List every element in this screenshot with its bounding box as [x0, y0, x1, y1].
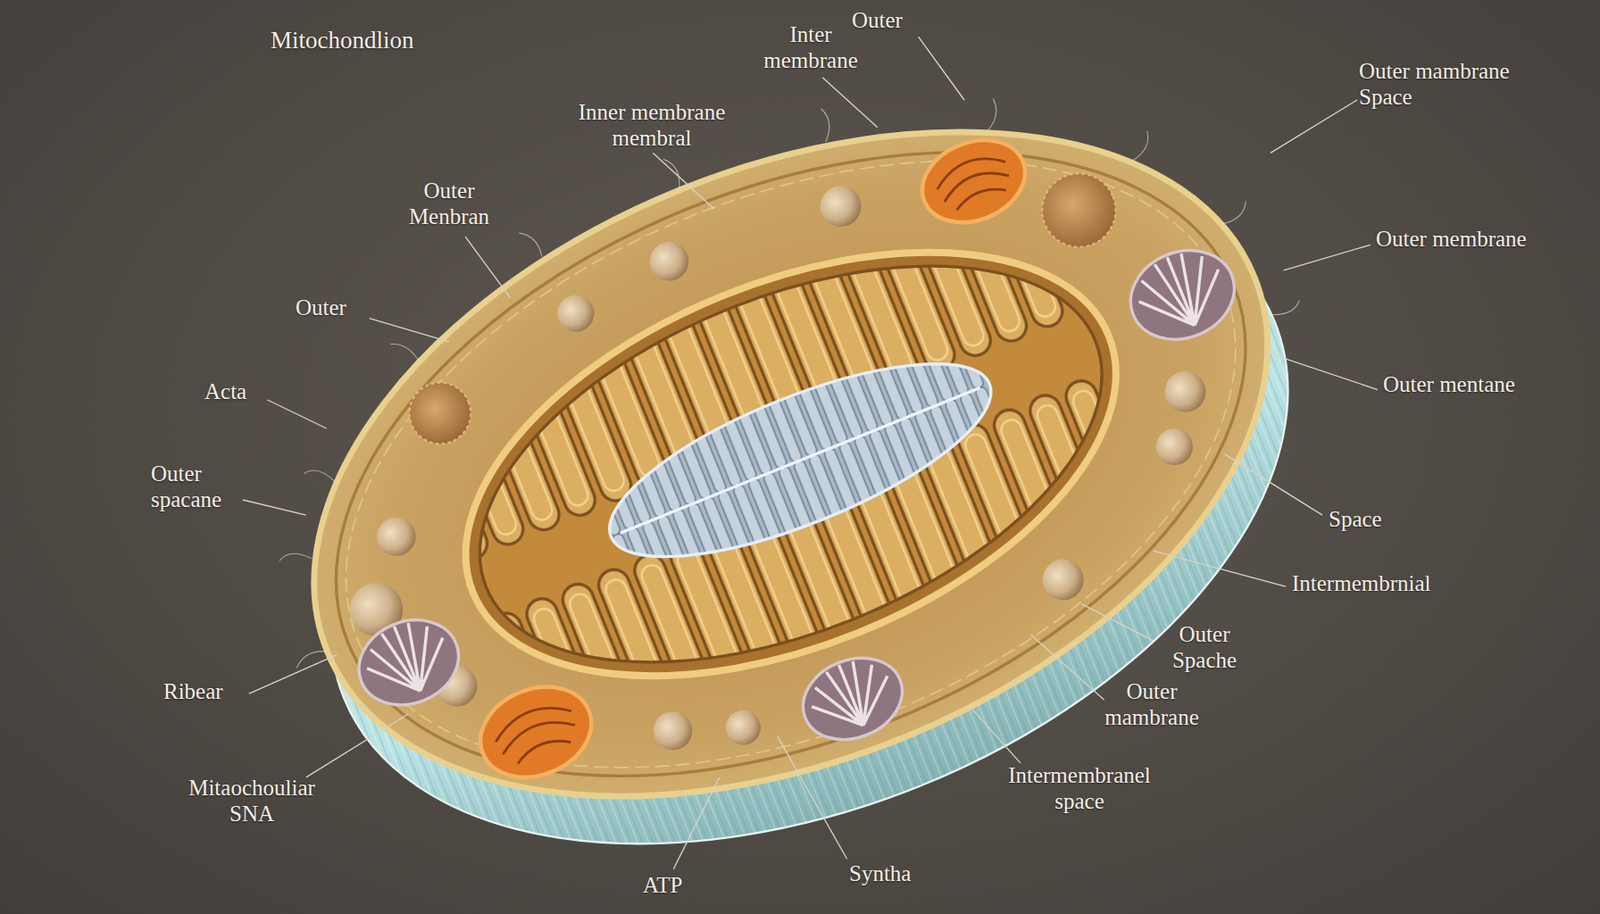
- part-label: Mitaochouliar SNA: [171, 775, 333, 828]
- part-label: Outer: [295, 295, 347, 322]
- part-label: Inner membrane membral: [566, 100, 737, 152]
- part-label: Outer spacane: [150, 461, 250, 514]
- part-label: ATP: [642, 873, 683, 900]
- diagram-title: Mitochondlion: [270, 26, 415, 55]
- part-label: Intermembrnial: [1291, 571, 1432, 598]
- part-label: Ribear: [163, 679, 224, 706]
- part-label: Outer mentane: [1383, 372, 1516, 399]
- part-label: Space: [1328, 507, 1383, 534]
- part-label: Outer Menbran: [404, 178, 494, 231]
- part-label: Outer mambrane Space: [1358, 58, 1551, 111]
- part-label: Outer Spache: [1155, 622, 1254, 675]
- part-label: Inter membrane: [757, 22, 865, 75]
- part-label: Syntha: [849, 861, 911, 888]
- part-label: Outer mambrane: [1093, 679, 1210, 732]
- part-label: Intermembranel space: [985, 763, 1174, 816]
- part-label: Outer: [851, 8, 903, 34]
- part-label: Acta: [204, 379, 247, 406]
- part-label: Outer membrane: [1375, 226, 1527, 253]
